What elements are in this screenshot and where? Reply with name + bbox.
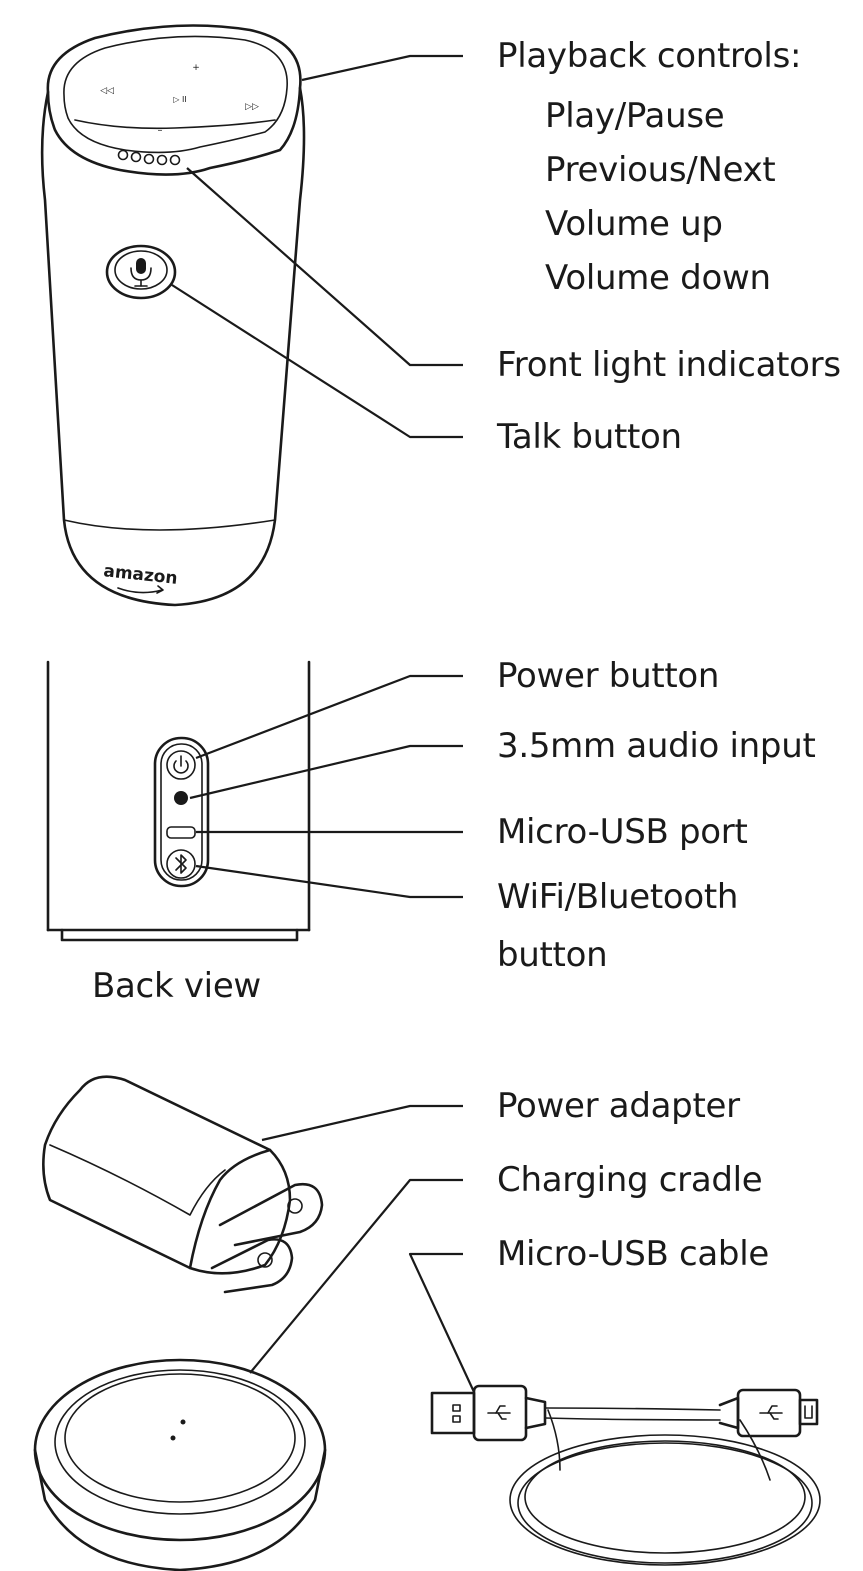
leader-lines bbox=[171, 54, 475, 1393]
label-volume-up: Volume up bbox=[545, 204, 723, 244]
bluetooth-icon bbox=[175, 854, 187, 874]
label-talk-button: Talk button bbox=[497, 417, 682, 457]
power-button[interactable] bbox=[166, 750, 196, 780]
wifi-bluetooth-button[interactable] bbox=[166, 849, 196, 879]
power-adapter bbox=[42, 1075, 324, 1294]
microphone-icon bbox=[130, 258, 152, 287]
audio-input-jack[interactable] bbox=[174, 791, 188, 805]
label-wifi-bluetooth-line2: button bbox=[497, 935, 608, 975]
svg-text:+: + bbox=[192, 63, 200, 73]
speaker-front-view: + ◁◁ ▷ II ▷▷ – amazon bbox=[40, 24, 306, 607]
label-front-light-indicators: Front light indicators bbox=[497, 345, 841, 385]
amazon-logo-text: amazon bbox=[103, 561, 179, 589]
amazon-logo: amazon bbox=[103, 561, 179, 594]
label-audio-input: 3.5mm audio input bbox=[497, 726, 816, 766]
label-micro-usb-port: Micro-USB port bbox=[497, 812, 748, 852]
micro-usb-cable bbox=[430, 1384, 821, 1566]
svg-text:▷ II: ▷ II bbox=[173, 95, 186, 104]
label-previous-next: Previous/Next bbox=[545, 150, 776, 190]
svg-text:–: – bbox=[158, 125, 163, 136]
power-icon bbox=[173, 755, 189, 774]
talk-button[interactable] bbox=[105, 244, 177, 300]
label-back-view: Back view bbox=[92, 966, 261, 1006]
label-play-pause: Play/Pause bbox=[545, 96, 725, 136]
charging-cradle bbox=[33, 1358, 327, 1571]
svg-text:▷▷: ▷▷ bbox=[245, 102, 259, 112]
front-light-indicators bbox=[117, 149, 181, 166]
label-charging-cradle: Charging cradle bbox=[497, 1160, 763, 1200]
label-power-button: Power button bbox=[497, 656, 720, 696]
label-volume-down: Volume down bbox=[545, 258, 771, 298]
label-playback-controls: Playback controls: bbox=[497, 36, 802, 76]
label-micro-usb-cable: Micro-USB cable bbox=[497, 1234, 769, 1274]
svg-text:◁◁: ◁◁ bbox=[100, 86, 114, 96]
label-power-adapter: Power adapter bbox=[497, 1086, 740, 1126]
micro-usb-port[interactable] bbox=[166, 826, 196, 839]
usb-icon bbox=[487, 1405, 511, 1420]
speaker-back-view bbox=[46, 660, 311, 942]
label-wifi-bluetooth-line1: WiFi/Bluetooth bbox=[497, 877, 739, 917]
